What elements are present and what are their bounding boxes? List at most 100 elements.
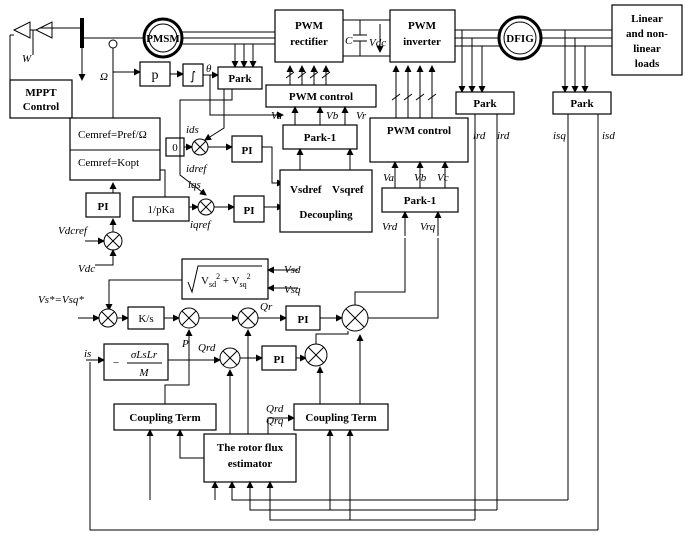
va-label-rect: Va — [271, 110, 283, 122]
svg-text:PI: PI — [244, 205, 255, 217]
svg-text:PWM: PWM — [408, 20, 437, 32]
svg-text:Park-1: Park-1 — [304, 132, 336, 144]
svg-text:−: − — [113, 357, 119, 369]
vc-label-inv: Vc — [437, 172, 449, 184]
svg-text:Coupling Term: Coupling Term — [305, 412, 376, 424]
svg-text:M: M — [138, 367, 149, 379]
svg-text:PI: PI — [274, 354, 285, 366]
park-block-generator: Park — [217, 66, 263, 90]
iqref-label: iqref — [190, 219, 212, 231]
pi-controller-d: PI — [231, 135, 263, 163]
svg-text:inverter: inverter — [403, 36, 441, 48]
svg-text:Cemref=Kopt: Cemref=Kopt — [78, 157, 139, 169]
integral-gain-block: K/s — [127, 306, 165, 330]
mppt-control-block: MPPT Control — [9, 79, 73, 119]
zero-reference-block: 0 — [165, 137, 185, 157]
vdc-label: Vdc — [369, 37, 386, 49]
isq-label: isq — [553, 130, 566, 142]
three-phase-bus-3 — [541, 29, 612, 47]
voltage-magnitude-block: Vsd2 + Vsq2 — [181, 258, 269, 300]
svg-text:linear: linear — [633, 43, 661, 55]
p-label: P — [181, 338, 189, 350]
capacitor-label: C — [345, 35, 353, 47]
sum-junction-vs — [98, 308, 118, 328]
feedback-lines-right — [474, 114, 599, 530]
park-block-rotor: Park — [455, 91, 515, 115]
svg-text:rectifier: rectifier — [290, 36, 328, 48]
wind-turbine-icon — [12, 21, 80, 55]
svg-text:∫: ∫ — [190, 69, 196, 83]
svg-text:MPPT: MPPT — [25, 87, 57, 99]
sum-junction-q — [197, 198, 215, 216]
svg-text:PI: PI — [298, 314, 309, 326]
svg-text:PWM control: PWM control — [387, 125, 451, 137]
svg-text:The rotor flux: The rotor flux — [217, 442, 284, 454]
svg-text:PI: PI — [242, 145, 253, 157]
svg-text:Vsqref: Vsqref — [332, 184, 364, 196]
sum-junction-d — [191, 138, 209, 156]
inverse-park-rectifier: Park-1 — [282, 124, 358, 150]
qrd-label: Qrd — [198, 342, 216, 354]
pwm-control-inverter: PWM control — [369, 117, 469, 163]
pi-controller-q: PI — [233, 195, 265, 223]
qrq-label: Qrq — [266, 415, 284, 427]
svg-text:Park-1: Park-1 — [404, 195, 436, 207]
svg-text:PWM: PWM — [295, 20, 324, 32]
park-block-stator: Park — [552, 91, 612, 115]
svg-text:K/s: K/s — [138, 313, 153, 325]
gate-signals-rectifier — [285, 65, 331, 85]
svg-text:DFIG: DFIG — [506, 33, 534, 45]
sum-junction-vdc — [103, 231, 123, 251]
sum-junction-vrd — [304, 343, 328, 367]
va-label-inv: Va — [383, 172, 395, 184]
omega-label: Ω — [100, 71, 108, 83]
svg-text:Cemref=Pref/Ω: Cemref=Pref/Ω — [78, 129, 147, 141]
vrq-label: Vrq — [420, 221, 436, 233]
sum-junction-p — [178, 307, 200, 329]
pi-controller-qrd: PI — [261, 345, 297, 371]
isd-label: isd — [602, 130, 615, 142]
pmsm-machine: PMSM — [142, 17, 184, 59]
gain-block: − σLsLr M — [103, 343, 169, 381]
sum-junction-vrq — [341, 304, 369, 332]
sum-junction-qrd — [219, 347, 241, 369]
sum-junction-qr — [237, 307, 259, 329]
is-label: is — [84, 348, 91, 360]
svg-text:Control: Control — [23, 101, 59, 113]
pwm-inverter-block: PWM inverter — [389, 9, 456, 63]
svg-text:PMSM: PMSM — [146, 33, 180, 45]
rotor-flux-estimator: The rotor flux estimator — [203, 433, 297, 483]
svg-text:p: p — [152, 68, 159, 83]
vsq-label: Vsq — [284, 284, 301, 296]
inverse-gain-block: 1/pKa — [132, 196, 190, 222]
svg-text:estimator: estimator — [228, 458, 273, 470]
ird-label-2: ird — [497, 130, 510, 142]
theta-label: θ — [206, 63, 212, 75]
vb-label-rect: Vb — [326, 110, 339, 122]
svg-text:loads: loads — [635, 58, 660, 70]
svg-text:and non-: and non- — [626, 28, 668, 40]
svg-text:PWM control: PWM control — [289, 91, 353, 103]
inverse-park-inverter: Park-1 — [381, 187, 459, 213]
svg-text:1/pKa: 1/pKa — [148, 204, 175, 216]
vr-label-rect: Vr — [356, 110, 367, 122]
idref-label: idref — [186, 163, 208, 175]
svg-text:Coupling Term: Coupling Term — [129, 412, 200, 424]
feedback-network-bottom — [89, 362, 598, 531]
pwm-control-rectifier: PWM control — [265, 84, 377, 108]
loads-block: Linear and non- linear loads — [611, 4, 683, 76]
qr-label: Qr — [260, 301, 273, 313]
svg-text:Decoupling: Decoupling — [299, 209, 353, 221]
pwm-rectifier-block: PWM rectifier — [274, 9, 344, 63]
dfig-machine: DFIG — [497, 15, 543, 61]
ids-label: ids — [186, 124, 199, 136]
three-phase-bus-1 — [182, 31, 275, 45]
gate-signals-inverter — [391, 65, 437, 118]
pi-controller-vdc: PI — [85, 192, 121, 218]
ird-label: ird — [473, 130, 486, 142]
svg-text:0: 0 — [172, 142, 178, 154]
decoupling-block: Vsdref Vsqref Decoupling — [279, 169, 373, 233]
pi-controller-qr: PI — [285, 305, 321, 331]
coupling-term-left: Coupling Term — [113, 403, 217, 431]
coupling-term-right: Coupling Term — [293, 403, 389, 431]
